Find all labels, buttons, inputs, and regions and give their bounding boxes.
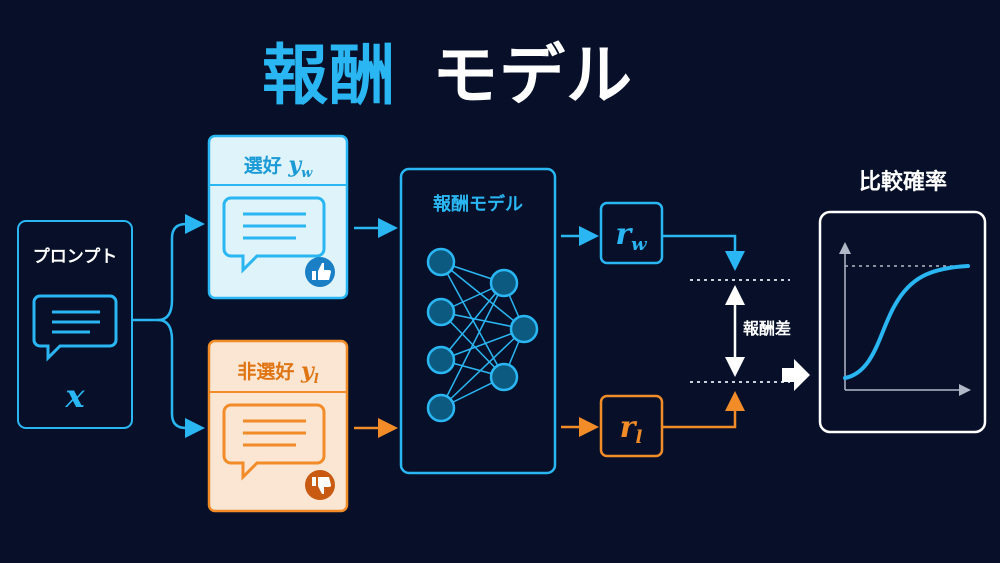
network-node <box>426 297 456 327</box>
reward-model-label: 報酬モデル <box>433 193 523 215</box>
reward-difference: 報酬差 <box>690 279 791 383</box>
network-edge <box>440 282 505 361</box>
network-node <box>489 362 519 392</box>
rw-to-diff-arrow <box>662 234 745 271</box>
prompt-box: プロンプト x <box>17 220 133 429</box>
network-edge <box>440 328 525 409</box>
network-node <box>426 393 456 423</box>
reward-w-label: rw <box>615 217 648 255</box>
thumbs-down-icon <box>305 470 335 500</box>
network-node <box>489 268 519 298</box>
reward-model-box: 報酬モデル <box>399 167 557 475</box>
thumbs-up-icon <box>305 257 335 287</box>
network-node <box>509 314 539 344</box>
network-node <box>426 247 456 277</box>
network-node <box>426 345 456 375</box>
prompt-label: プロンプト <box>33 246 118 267</box>
neural-network-icon <box>426 247 539 423</box>
to-probability-arrow <box>782 359 810 391</box>
prompt-branch-connector <box>132 214 205 438</box>
network-edge <box>440 261 525 330</box>
rl-to-diff-arrow <box>662 391 745 429</box>
speech-bubble-icon <box>222 196 326 274</box>
probability-title: 比較確率 <box>859 169 947 195</box>
title-reward: 報酬 <box>262 37 396 114</box>
preferred-label: 選好 yw <box>244 152 313 181</box>
speech-bubble-icon <box>222 403 326 481</box>
reward-w-box: rw <box>599 201 664 265</box>
reward-l-label: rl <box>620 410 643 448</box>
speech-bubble-icon <box>32 294 118 362</box>
reward-l-box: rl <box>599 394 664 458</box>
preferred-response-box: 選好 yw <box>207 134 349 300</box>
reward-difference-label: 報酬差 <box>743 319 791 338</box>
network-edge <box>440 328 525 361</box>
prompt-variable: x <box>64 377 85 415</box>
dispreferred-response-box: 非選好 yl <box>207 339 349 513</box>
title-model: モデル <box>432 37 633 114</box>
dispreferred-label: 非選好 yl <box>237 358 318 387</box>
sigmoid-chart-icon <box>818 210 987 434</box>
